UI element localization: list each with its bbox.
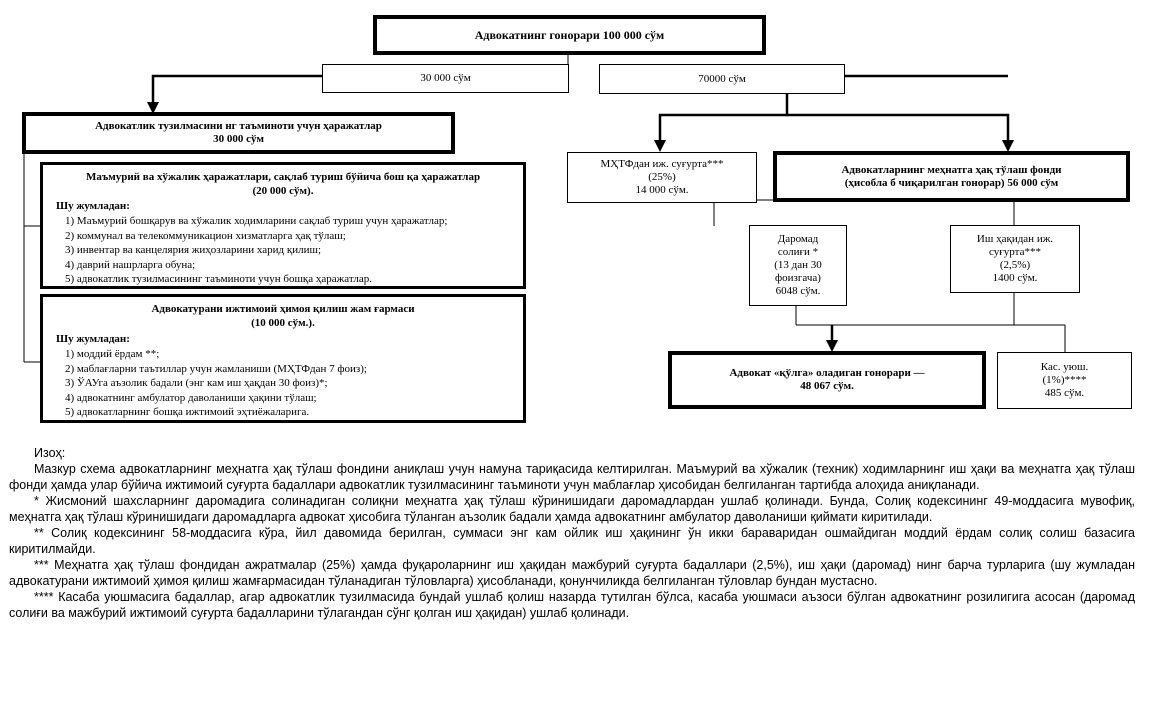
right-amount-box: 70000 сўм [599,64,845,94]
expenses-amount: 30 000 сўм [213,133,264,145]
social-title: Адвокатурани ижтимоий ҳимоя қилиш жам ға… [151,303,415,315]
wage-fund-title: Адвокатларнинг меҳнатга ҳақ тўлаш фонди [841,163,1062,176]
mhtf-insurance-amount: 14 000 сўм. [635,184,689,196]
note-paragraph: ** Солиқ кодексининг 58-моддасига кўра, … [9,526,1135,556]
admin-including: Шу жумладан: [56,200,130,212]
union-fee-line: 485 сўм. [1044,387,1085,399]
admin-expenses-box: Маъмурий ва хўжалик ҳаражатлари, сақлаб … [40,162,526,289]
mhtf-insurance-rate: (25%) [648,171,676,183]
notes-section: Изоҳ: Мазкур схема адвокатларнинг меҳнат… [9,445,1135,621]
income-tax-line: (13 дан 30 [774,259,822,271]
expenses-title: Адвокатлик тузилмасини нг таъминоти учун… [95,120,382,132]
list-item: 4) адвокатнинг амбулатор даволаниши ҳақи… [65,391,317,404]
list-item: 5) адвокатларнинг бошқа ижтимоий эҳтиёжа… [65,406,310,418]
income-tax-line: фоизгача) [775,272,821,284]
note-paragraph: *** Меҳнатга ҳақ тўлаш фондидан ажратмал… [9,558,1135,588]
wage-insurance-line: 1400 сўм. [992,272,1038,284]
list-item: 1) моддий ёрдам **; [65,348,160,360]
net-fee-box: Адвокат «қўлга» оладиган гонорари — 48 0… [668,351,986,409]
list-item: 2) коммунал ва телекоммуникацион хизматл… [65,229,346,242]
wage-insurance-line: Иш ҳақидан иж. [976,233,1054,245]
income-tax-line: Даромад [777,233,819,245]
wage-fund-amount: (ҳисобла б чиқарилган гонорар) 56 000 сў… [844,176,1059,189]
social-amount: (10 000 сўм.). [251,317,315,329]
admin-amount: (20 000 сўм). [252,185,314,197]
social-fund-box: Адвокатурани ижтимоий ҳимоя қилиш жам ға… [40,294,526,423]
notes-title: Изоҳ: [34,446,66,460]
total-fee-title: Адвокатнинг гонорари 100 000 сўм [474,27,665,42]
union-fee-line: Кас. уюш. [1040,361,1089,373]
admin-items: 1) Маъмурий бошқарув ва хўжалик ходимлар… [65,214,447,287]
list-item: 1) Маъмурий бошқарув ва хўжалик ходимлар… [65,215,448,227]
income-tax-box: Даромад солиғи * (13 дан 30 фоизгача) 60… [749,225,847,306]
expenses-box: Адвокатлик тузилмасини нг таъминоти учун… [22,112,455,154]
mhtf-insurance-title: МҲТФдан иж. суғурта*** [600,158,724,170]
net-fee-title: Адвокат «қўлга» оладиган гонорари — [729,367,925,379]
list-item: 5) адвокатлик тузилмасининг таъминоти уч… [65,273,373,285]
total-fee-box: Адвокатнинг гонорари 100 000 сўм [373,15,766,55]
net-fee-amount: 48 067 сўм. [800,380,854,392]
note-paragraph: Мазкур схема адвокатларнинг меҳнатга ҳақ… [9,462,1135,492]
list-item: 3) инвентар ва канцелярия жиҳозларини ха… [65,244,322,256]
note-paragraph: * Жисмоний шахсларнинг даромадига солина… [9,494,1135,524]
income-tax-line: солиғи * [777,246,819,258]
note-paragraph: **** Касаба уюшмасига бадаллар, агар адв… [9,590,1135,620]
list-item: 4) даврий нашрларга обуна; [65,258,196,271]
list-item: 3) ЎАУга аъзолик бадали (энг кам иш ҳақд… [65,377,328,389]
wage-insurance-box: Иш ҳақидан иж. суғурта*** (2,5%) 1400 сў… [950,225,1080,293]
right-amount-label: 70000 сўм [698,72,746,85]
wage-insurance-line: (2,5%) [999,259,1031,271]
mhtf-insurance-box: МҲТФдан иж. суғурта*** (25%) 14 000 сўм. [567,152,757,203]
wage-fund-box: Адвокатларнинг меҳнатга ҳақ тўлаш фонди … [773,151,1130,202]
social-items: 1) моддий ёрдам **; 2) маблағларни таъти… [65,347,367,420]
left-amount-label: 30 000 сўм [420,72,471,84]
social-including: Шу жумладан: [56,333,130,345]
list-item: 2) маблағларни таътиллар учун жамланиши … [65,362,367,375]
left-amount-box: 30 000 сўм [322,64,569,93]
union-fee-box: Кас. уюш. (1%)**** 485 сўм. [997,352,1132,409]
wage-insurance-line: суғурта*** [989,246,1041,258]
union-fee-line: (1%)**** [1042,374,1087,386]
income-tax-line: 6048 сўм. [775,285,821,297]
admin-title: Маъмурий ва хўжалик ҳаражатлари, сақлаб … [85,171,481,183]
